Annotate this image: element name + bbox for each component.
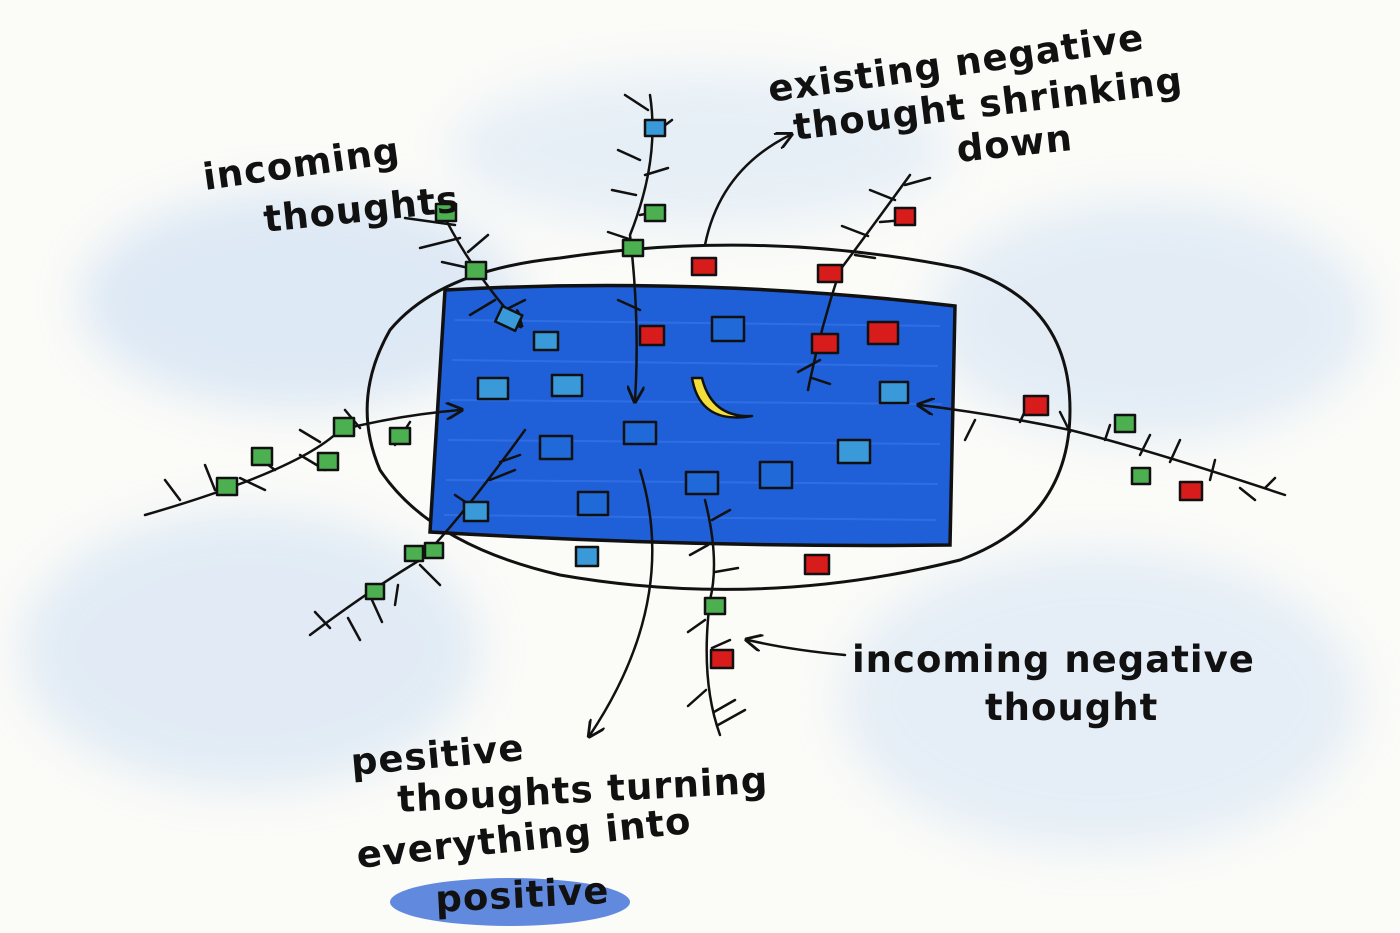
incoming-negative-line1: incoming negative [852,638,1255,681]
label-positive-thoughts: pesitive thoughts turning everything int… [349,726,769,921]
positive-highlight [390,878,630,926]
outer-ellipse [365,243,1072,591]
label-incoming-negative: incoming negative thought [852,638,1255,729]
thought-squares [215,118,1204,670]
positive-line4: positive [434,869,610,921]
incoming-negative-line2: thought [985,686,1158,729]
background-wash [20,70,1370,850]
banana-moon-icon [690,376,754,419]
